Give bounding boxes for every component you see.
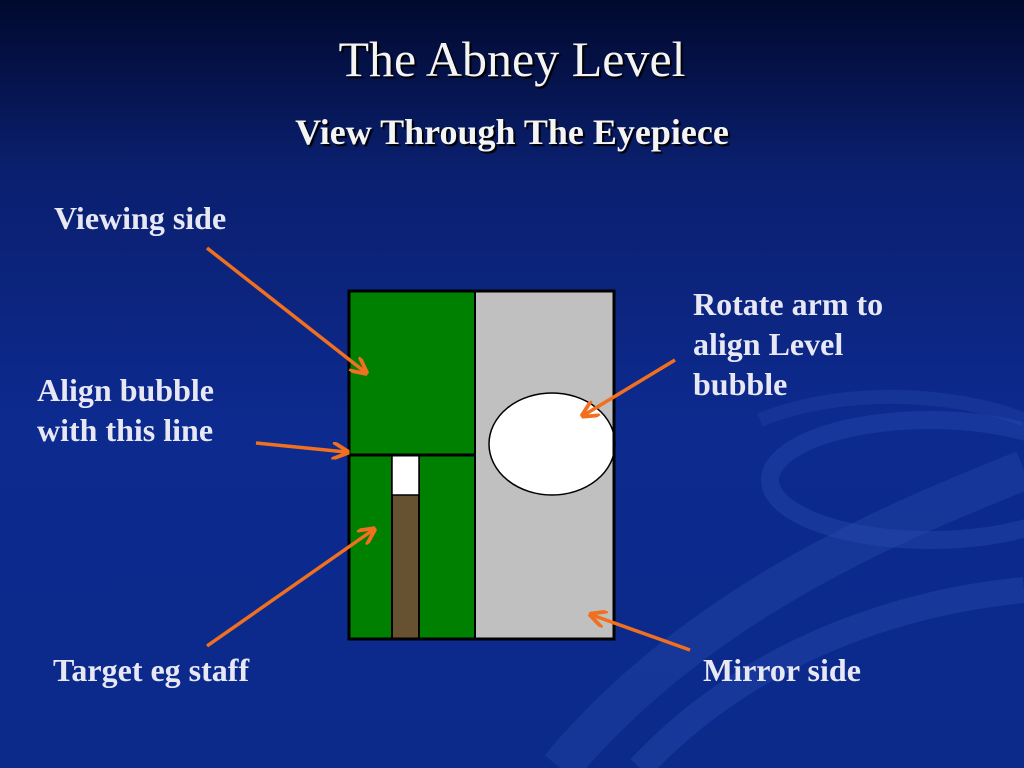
slide-title: The Abney Level xyxy=(338,31,686,87)
label-align-bubble-line1: Align bubble xyxy=(37,372,214,408)
label-rotate-arm-line3: bubble xyxy=(693,366,788,402)
label-align-bubble: Align bubble with this line xyxy=(37,370,214,450)
label-rotate-arm-line1: Rotate arm to xyxy=(693,286,884,322)
arrow-level-bubble xyxy=(584,358,676,415)
label-mirror-side: Mirror side xyxy=(703,652,861,688)
label-align-bubble-line2: with this line xyxy=(37,412,214,448)
label-rotate-arm-line2: align Level xyxy=(693,326,844,362)
target-staff-top xyxy=(391,454,420,496)
arrow-viewing-side xyxy=(205,246,365,372)
arrow-target-staff xyxy=(205,530,373,648)
arrow-align-line xyxy=(255,441,346,452)
arrow-mirror-side xyxy=(592,615,691,652)
label-rotate-arm: Rotate arm to align Level bubble xyxy=(693,284,883,404)
slide-subtitle: View Through The Eyepiece xyxy=(295,112,729,152)
label-target-staff: Target eg staff xyxy=(53,652,250,688)
eyepiece-outline xyxy=(347,289,616,641)
label-viewing-side: Viewing side xyxy=(54,200,227,236)
